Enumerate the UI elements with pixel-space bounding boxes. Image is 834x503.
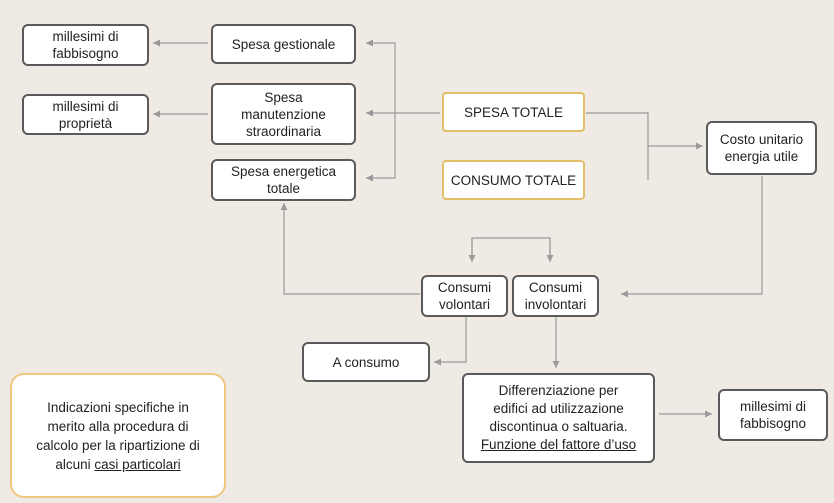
consumo-totale-box: CONSUMO TOTALE xyxy=(442,160,585,200)
differenziazione-box: Differenziazione per edifici ad utilizza… xyxy=(462,373,655,463)
note-text: Indicazioni specifiche in merito alla pr… xyxy=(36,399,200,472)
arrow-volontari-to-aconsumo xyxy=(434,317,467,366)
millesimi-proprieta-box: millesimi di proprietà xyxy=(22,94,149,135)
spesa-energetica-box: Spesa energetica totale xyxy=(211,159,356,201)
spesa-gestionale-box: Spesa gestionale xyxy=(211,24,356,64)
arrow-volontari-to-energetica xyxy=(280,203,420,295)
consumi-volontari-box: Consumi volontari xyxy=(421,275,508,317)
split-consumi xyxy=(471,237,551,258)
a-consumo-box: A consumo xyxy=(302,342,430,382)
casi-particolari-link[interactable]: casi particolari xyxy=(94,456,181,472)
bracket-right xyxy=(586,112,649,180)
arrow-costo-to-consumi xyxy=(621,176,763,298)
spesa-totale-box: SPESA TOTALE xyxy=(442,92,585,132)
fattore-uso-text: Funzione del fattore d’uso xyxy=(480,437,637,452)
arrow-totale-to-energetica xyxy=(366,113,396,182)
costo-unitario-box: Costo unitario energia utile xyxy=(706,121,817,175)
millesimi-fabbisogno-top-box: millesimi di fabbisogno xyxy=(22,24,149,66)
bracket-spesa-totale xyxy=(366,39,440,114)
note-casi-particolari: Indicazioni specifiche in merito alla pr… xyxy=(10,373,226,498)
differenziazione-text: Differenziazione per edifici ad utilizza… xyxy=(489,383,628,434)
spesa-manutenzione-box: Spesa manutenzione straordinaria xyxy=(211,83,356,145)
millesimi-fabbisogno-bottom-box: millesimi di fabbisogno xyxy=(718,389,828,441)
consumi-involontari-box: Consumi involontari xyxy=(512,275,599,317)
